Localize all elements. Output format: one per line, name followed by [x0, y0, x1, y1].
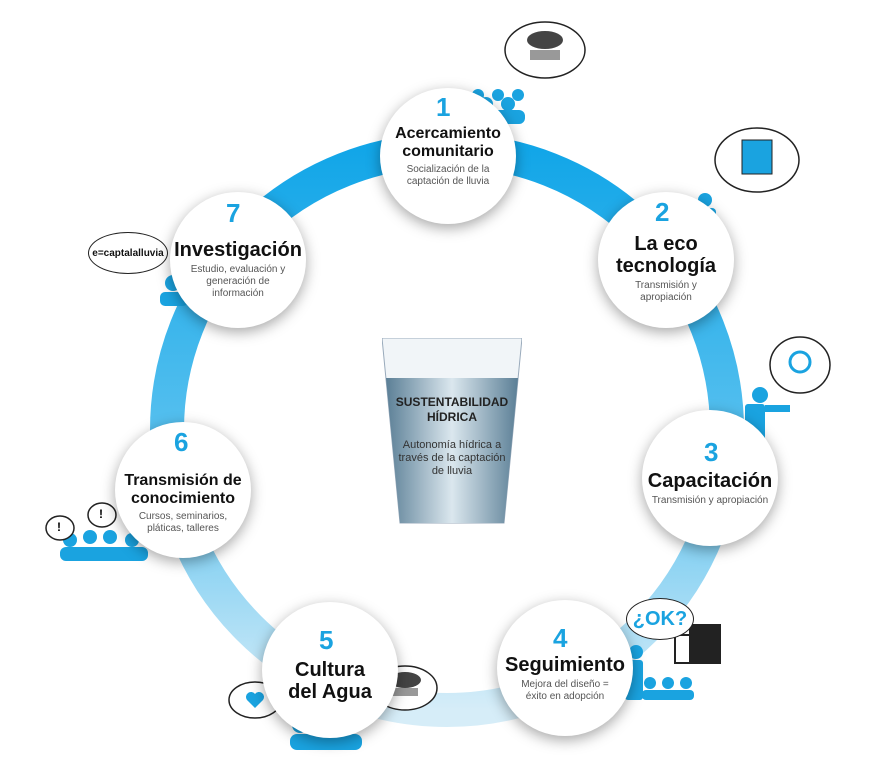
- heart-icon: [246, 692, 264, 708]
- water-glass-image: [382, 338, 522, 524]
- research-bubble-text: e=captalalluvia: [92, 247, 164, 259]
- followup-bubble: ¿OK?: [626, 598, 694, 640]
- step-title: Acercamiento comunitario: [395, 124, 501, 160]
- step-title: Seguimiento: [504, 653, 625, 676]
- step-subtitle: Mejora del diseño = éxito en adopción: [521, 678, 609, 702]
- step-2-eco-technology: La eco tecnología Transmisión y apropiac…: [598, 192, 734, 328]
- step-title: Investigación: [174, 238, 302, 261]
- step-4-follow-up: Seguimiento Mejora del diseño = éxito en…: [497, 600, 633, 736]
- step-6-knowledge-transfer: Transmisión de conocimiento Cursos, semi…: [115, 422, 251, 558]
- step-number: 5: [319, 625, 334, 655]
- center-title: SUSTENTABILIDAD HÍDRICA: [395, 395, 509, 424]
- step-number: 6: [174, 427, 189, 457]
- step-number: 2: [655, 197, 670, 227]
- step-number: 3: [704, 437, 719, 467]
- step-number: 1: [436, 92, 451, 122]
- research-bubble: e=captalalluvia: [88, 232, 168, 274]
- equipment-icons: [674, 624, 721, 664]
- alert-icon: !: [57, 520, 61, 534]
- alert-icon: !: [99, 507, 103, 521]
- step-number: 4: [553, 623, 568, 653]
- step-title: Capacitación: [647, 469, 773, 492]
- step-number: 7: [226, 198, 241, 228]
- step-title: Transmisión de conocimiento: [124, 471, 242, 507]
- step-subtitle: Estudio, evaluación y generación de info…: [190, 263, 286, 299]
- step-1-community-approach: Acercamiento comunitario Socialización d…: [380, 88, 516, 224]
- step-5-water-culture: Cultura del Agua: [262, 602, 398, 738]
- step-subtitle: Transmisión y apropiación: [651, 494, 769, 506]
- filter-tank-icon: [741, 139, 812, 374]
- followup-bubble-text: ¿OK?: [632, 607, 688, 630]
- step-title: La eco tecnología: [616, 232, 717, 277]
- step-3-training: Capacitación Transmisión y apropiación: [642, 410, 778, 546]
- step-subtitle: Transmisión y apropiación: [635, 279, 697, 303]
- step-7-research: Investigación Estudio, evaluación y gene…: [170, 192, 306, 328]
- step-subtitle: Socialización de la captación de lluvia: [406, 163, 490, 187]
- center-subtitle: Autonomía hídrica a través de la captaci…: [398, 439, 506, 477]
- step-subtitle: Cursos, seminarios, pláticas, talleres: [138, 510, 228, 534]
- center-text: SUSTENTABILIDAD HÍDRICA Autonomía hídric…: [392, 395, 512, 478]
- step-title: Cultura del Agua: [288, 659, 372, 703]
